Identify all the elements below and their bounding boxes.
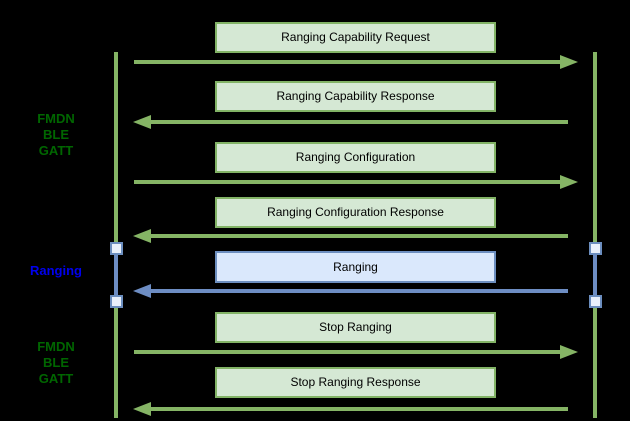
right-ranging-start-marker — [589, 242, 602, 255]
left-lifeline-gatt-top-segment — [114, 52, 118, 242]
message-line — [151, 120, 568, 124]
message-box-ranging-capability-request: Ranging Capability Request — [215, 22, 496, 53]
message-line — [151, 234, 568, 238]
right-lifeline-ranging-segment — [593, 250, 597, 300]
right-lifeline-gatt-bottom-segment — [593, 307, 597, 418]
message-box-ranging-configuration-response: Ranging Configuration Response — [215, 197, 496, 228]
phase-label-fmdn-ble-gatt-top: FMDN BLE GATT — [37, 111, 75, 158]
right-ranging-end-marker — [589, 295, 602, 308]
phase-label-ranging: Ranging — [30, 263, 82, 278]
arrow-left-icon — [133, 284, 151, 298]
right-lifeline-gatt-top-segment — [593, 52, 597, 242]
message-line — [134, 180, 560, 184]
message-box-ranging-configuration: Ranging Configuration — [215, 142, 496, 173]
message-box-ranging-capability-response: Ranging Capability Response — [215, 81, 496, 112]
message-box-stop-ranging: Stop Ranging — [215, 312, 496, 343]
arrow-right-icon — [560, 175, 578, 189]
left-ranging-end-marker — [110, 295, 123, 308]
left-lifeline-ranging-segment — [114, 250, 118, 300]
arrow-right-icon — [560, 55, 578, 69]
message-line — [151, 289, 568, 293]
arrow-left-icon — [133, 229, 151, 243]
left-lifeline-gatt-bottom-segment — [114, 307, 118, 418]
arrow-right-icon — [560, 345, 578, 359]
message-line — [134, 350, 560, 354]
message-box-ranging: Ranging — [215, 251, 496, 283]
message-line — [134, 60, 560, 64]
message-line — [151, 407, 568, 411]
arrow-left-icon — [133, 402, 151, 416]
arrow-left-icon — [133, 115, 151, 129]
message-box-stop-ranging-response: Stop Ranging Response — [215, 367, 496, 398]
left-ranging-start-marker — [110, 242, 123, 255]
phase-label-fmdn-ble-gatt-bottom: FMDN BLE GATT — [37, 339, 75, 386]
